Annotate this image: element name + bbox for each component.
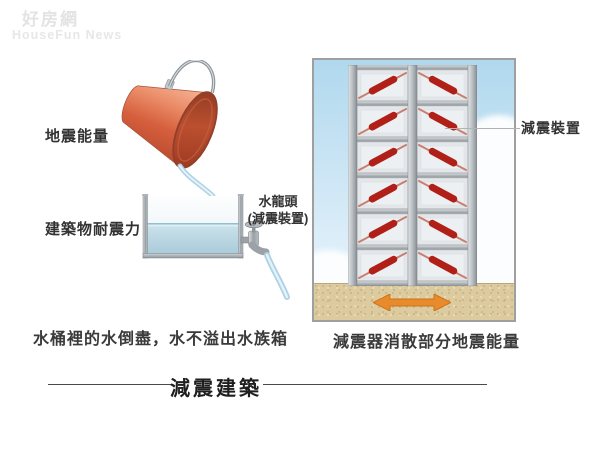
bucket-rim-highlight: [177, 98, 213, 162]
damper-device-label: 減震裝置: [521, 120, 581, 136]
water-surface-line: [147, 223, 239, 225]
title-rule-left: [48, 384, 172, 385]
column-right: [467, 65, 477, 286]
left-caption: 水桶裡的水倒盡，水不溢出水族箱: [33, 331, 289, 348]
tank-rim-cap-right: [237, 194, 244, 196]
watermark-brand-text: 好房網: [22, 10, 79, 29]
watermark-subbrand-text: HouseFun News: [12, 27, 123, 42]
bucket-tank-illustration: [121, 60, 290, 300]
faucet-icon: [240, 220, 270, 256]
title-rule-right: [263, 384, 487, 385]
faucet-label: 水龍頭 (減震裝置): [243, 194, 313, 228]
tank-bottom: [142, 253, 244, 259]
watermark: 好房網 HouseFun News: [12, 11, 122, 42]
faucet-label-line2: (減震裝置): [247, 210, 309, 226]
faucet-label-line1: 水龍頭: [258, 194, 298, 209]
damper-leader-line: [445, 128, 520, 129]
building-frame: [348, 65, 477, 286]
pour-stream: [177, 163, 216, 199]
bucket-handle-highlight: [169, 60, 215, 93]
bucket-icon: [121, 60, 218, 169]
shake-arrow-icon: [373, 294, 451, 311]
tank-rim-cap-left: [142, 194, 149, 196]
page-title: 減震建築: [170, 378, 262, 400]
tank-wall-left: [142, 194, 148, 259]
right-caption: 減震器消散部分地震能量: [333, 334, 521, 351]
faucet-stream: [264, 252, 290, 300]
water-surface-highlight: [147, 224, 239, 227]
aquarium-tank: [142, 194, 244, 259]
building-panel: [312, 58, 516, 322]
column-left: [348, 65, 358, 286]
column-middle: [407, 65, 418, 286]
tank-water: [147, 223, 239, 254]
building-resistance-label: 建築物耐震力: [45, 221, 142, 238]
earthquake-energy-label: 地震能量: [45, 128, 110, 145]
